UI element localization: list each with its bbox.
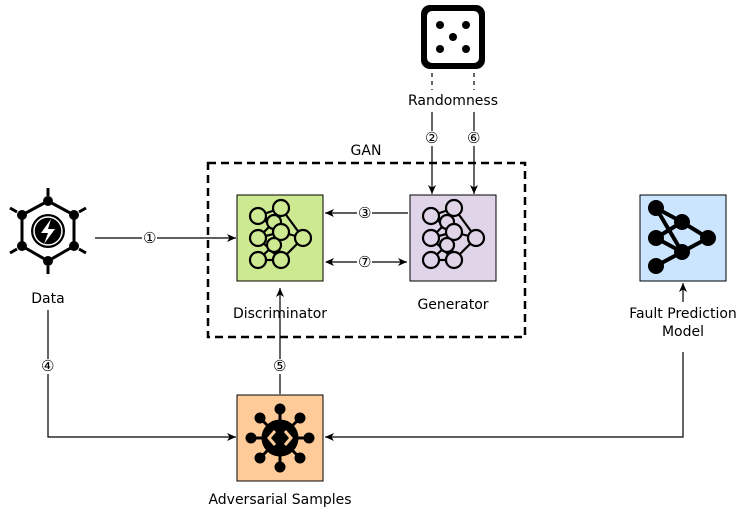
neural-network-icon [248, 198, 313, 270]
data-label: Data [31, 291, 65, 307]
gan-container [206, 161, 527, 339]
adversarial-samples-box [236, 394, 324, 482]
generator-box [409, 194, 497, 282]
discriminator-box [236, 194, 324, 282]
dice-icon [421, 5, 485, 69]
arrow-data-to-adversarial [47, 310, 236, 441]
discriminator-label: Discriminator [232, 306, 328, 322]
step-marker-6: ⑥ [466, 129, 482, 147]
neural-network-icon [421, 198, 486, 270]
virus-code-icon [245, 403, 315, 473]
fault-prediction-label-line2: Model [661, 324, 705, 340]
generator-label: Generator [417, 297, 489, 313]
fault-prediction-label-line1: Fault Prediction [629, 306, 737, 322]
adversarial-samples-label: Adversarial Samples [208, 492, 352, 508]
step-marker-2: ② [424, 129, 440, 147]
step-marker-5: ⑤ [272, 357, 288, 375]
fault-prediction-model-box [639, 194, 727, 282]
randomness-label: Randomness [407, 93, 499, 109]
step-marker-7: ⑦ [357, 253, 373, 271]
step-marker-3: ③ [357, 204, 373, 222]
model-network-icon [648, 200, 716, 274]
arrow-fault-model-to-adversarial [325, 352, 684, 441]
gan-label: GAN [350, 143, 382, 159]
step-marker-1: ① [142, 229, 158, 247]
data-icon [9, 188, 87, 274]
step-marker-4: ④ [40, 357, 56, 375]
